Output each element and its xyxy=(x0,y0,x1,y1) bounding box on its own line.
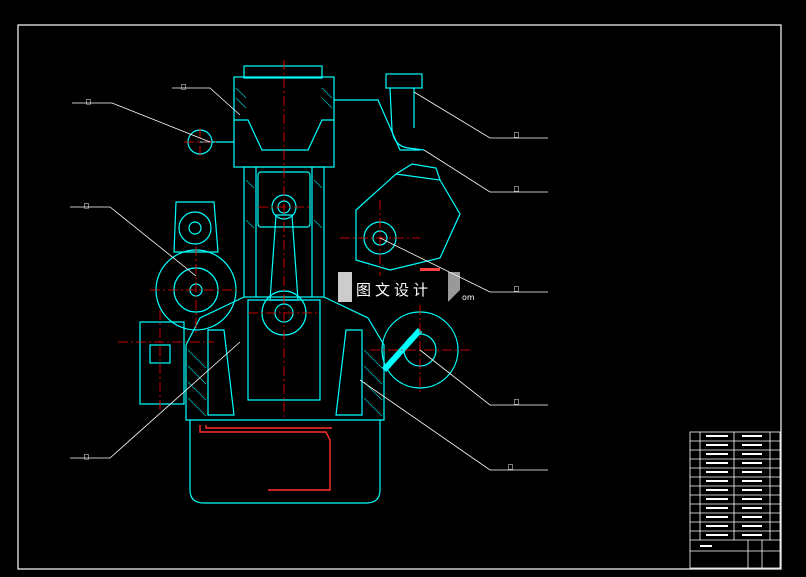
leader-label-top-left-1: □ xyxy=(86,97,91,106)
watermark-text: 图文设计 xyxy=(356,281,433,299)
leader-label-top-right-2: □ xyxy=(514,184,519,193)
section-hatching xyxy=(187,87,383,417)
leader-lines xyxy=(70,87,548,471)
leader-label-lower-right: □ xyxy=(514,397,519,406)
leader-label-top-right-1: □ xyxy=(514,130,519,139)
drawing-frame xyxy=(17,24,782,570)
leader-label-mid-left: □ xyxy=(84,201,89,210)
title-block xyxy=(689,431,781,569)
oil-passages xyxy=(199,425,332,491)
leader-label-mid-right: □ xyxy=(514,284,519,293)
centerlines xyxy=(118,60,470,420)
watermark-logo-icon xyxy=(338,268,460,302)
leader-label-bottom-right: □ xyxy=(508,462,513,471)
leader-label-top-left-2: □ xyxy=(181,82,186,91)
title-block-text-marks xyxy=(700,435,762,547)
leader-label-bottom-left: □ xyxy=(84,452,89,461)
watermark-suffix: om xyxy=(462,293,475,302)
